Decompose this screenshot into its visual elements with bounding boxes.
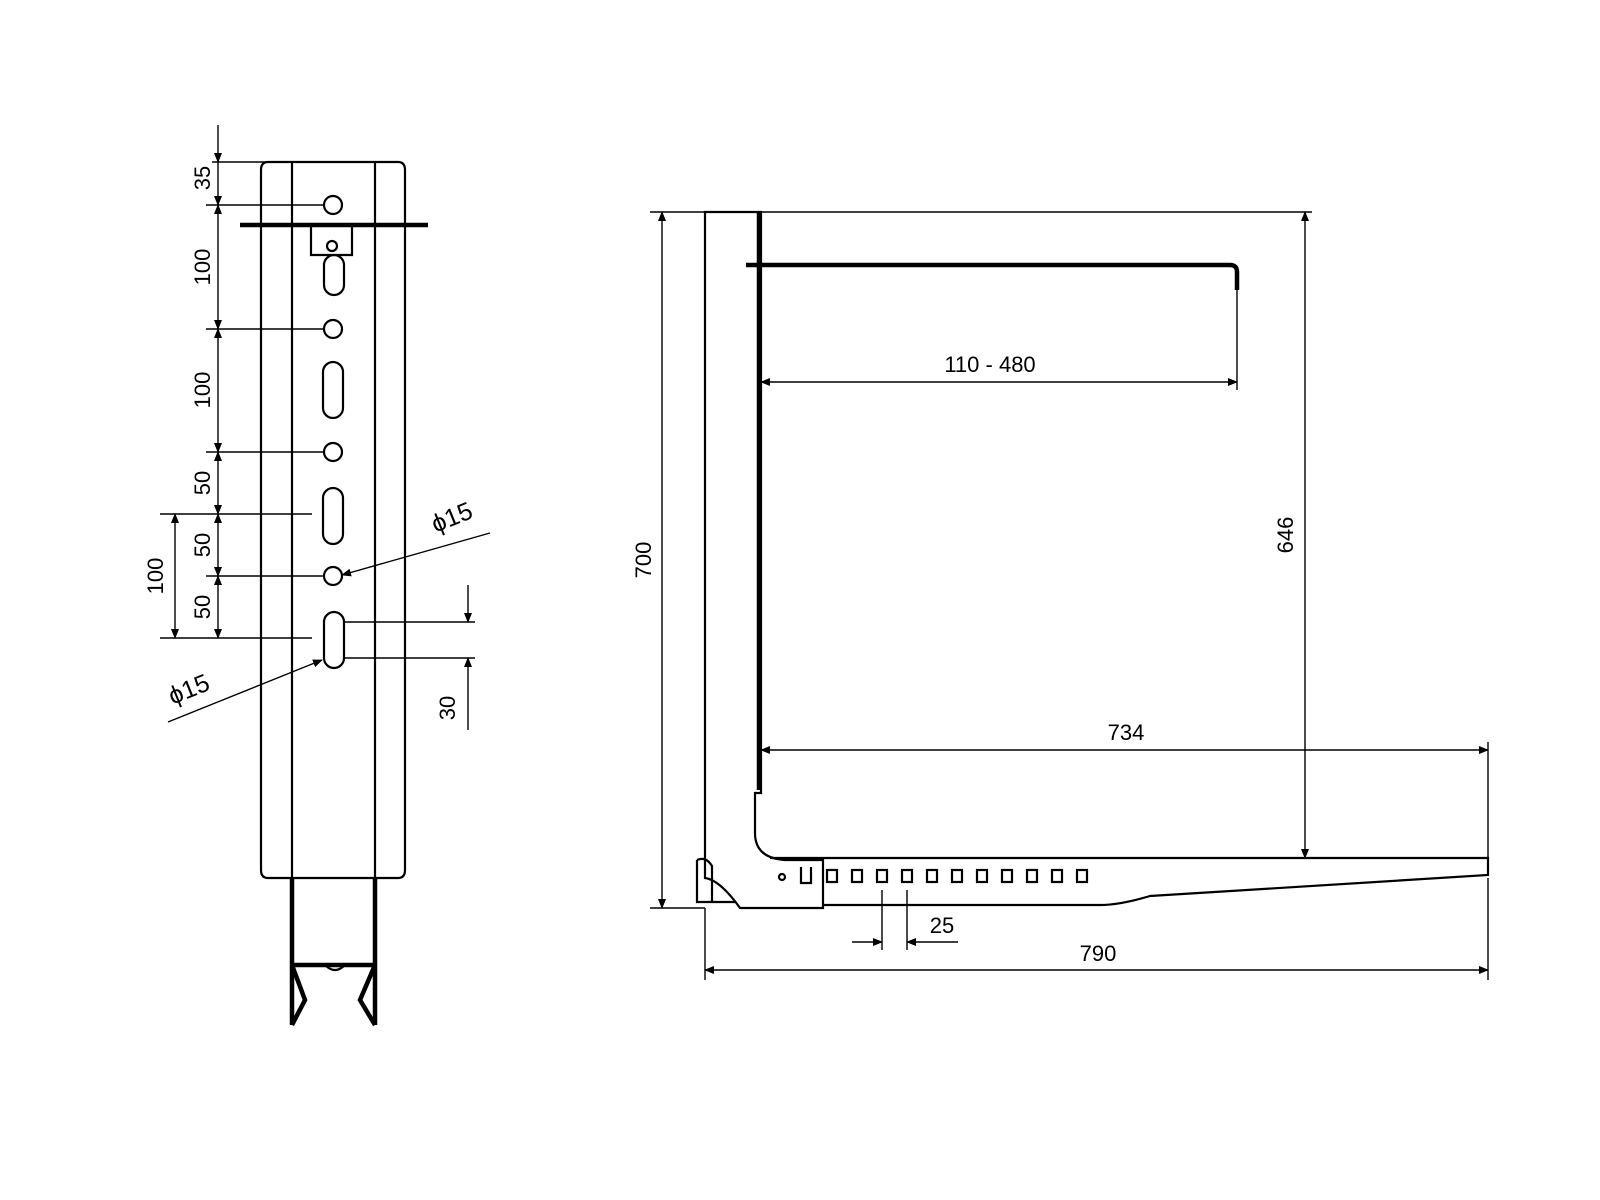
dim-25: 25 xyxy=(930,913,954,938)
side-view: 35 100 100 50 50 50 100 30 ϕ15 ϕ15 xyxy=(143,125,491,1027)
hole xyxy=(322,318,344,340)
front-view: 110 - 480 646 700 734 25 790 xyxy=(631,210,1490,980)
bottom-arm xyxy=(770,856,1490,907)
rail-outer xyxy=(259,160,407,880)
dim-50-b: 50 xyxy=(190,533,215,557)
top-arm xyxy=(746,262,1240,290)
dim-30: 30 xyxy=(435,696,460,720)
dim-734: 734 xyxy=(1108,720,1145,745)
dim-35: 35 xyxy=(190,166,215,190)
slot xyxy=(321,360,345,420)
dim-100-mid: 100 xyxy=(190,372,215,409)
dim-100-left: 100 xyxy=(143,558,168,595)
dim-100-top: 100 xyxy=(190,249,215,286)
hole xyxy=(322,441,344,463)
dim-700: 700 xyxy=(631,542,656,579)
dim-50-a: 50 xyxy=(190,471,215,495)
dim-646: 646 xyxy=(1273,517,1298,554)
upright-foot xyxy=(695,857,735,904)
dim-phi15-lower: ϕ15 xyxy=(164,669,213,711)
dim-50-c: 50 xyxy=(190,595,215,619)
dim-phi15-upper: ϕ15 xyxy=(427,497,476,539)
slot xyxy=(322,253,346,297)
arm-holes xyxy=(777,867,1089,885)
slot xyxy=(322,610,346,670)
hole xyxy=(322,194,344,216)
hole xyxy=(322,565,344,587)
dim-790: 790 xyxy=(1080,941,1117,966)
slot xyxy=(321,486,345,546)
upright xyxy=(703,210,825,910)
dim-110-480: 110 - 480 xyxy=(944,352,1035,377)
